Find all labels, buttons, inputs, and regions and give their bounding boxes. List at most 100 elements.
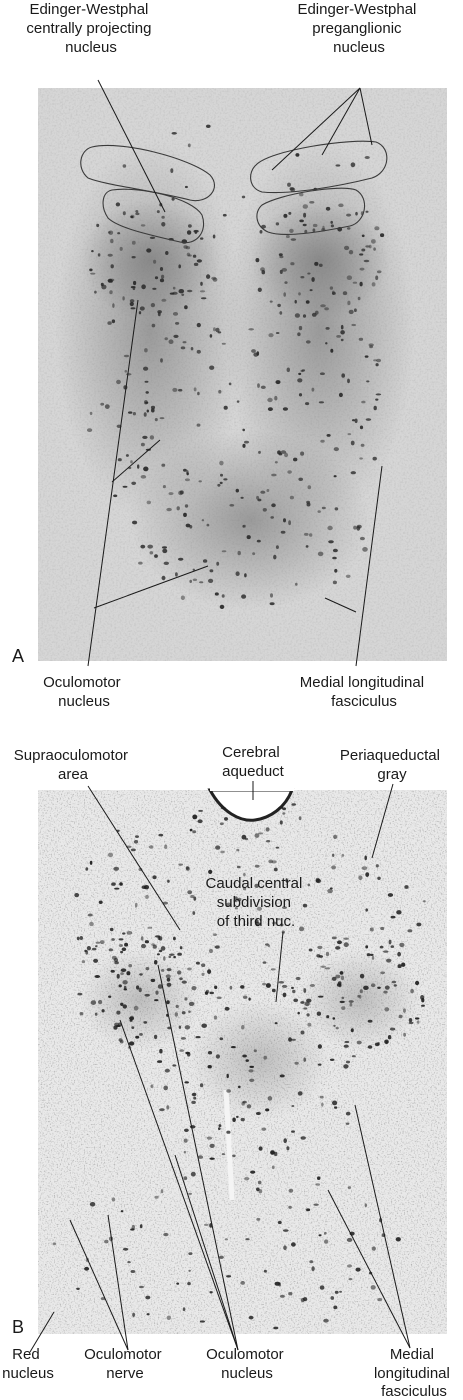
stained-cell [297, 332, 301, 337]
stained-cell [98, 999, 103, 1005]
stained-cell [183, 1138, 188, 1143]
stained-cell [274, 461, 278, 464]
stained-cell [186, 252, 191, 257]
stained-cell [236, 400, 240, 403]
stained-cell [228, 382, 232, 386]
stained-cell [278, 253, 283, 257]
stained-cell [178, 1025, 182, 1029]
stained-cell [131, 1026, 135, 1029]
stained-cell [212, 234, 216, 239]
stained-cell [364, 355, 369, 358]
stained-cell [107, 321, 112, 325]
stained-cell [221, 550, 227, 553]
stained-cell [333, 447, 339, 452]
stained-cell [151, 323, 156, 328]
stained-cell [176, 506, 180, 511]
stained-cell [330, 348, 334, 353]
stained-cell [410, 988, 414, 994]
stained-cell [123, 354, 130, 358]
stained-cell [348, 1278, 353, 1281]
stained-cell [181, 1011, 186, 1015]
stained-cell [243, 872, 246, 877]
stained-cell [371, 282, 376, 287]
stained-cell [423, 900, 426, 903]
stained-cell [279, 1294, 285, 1298]
stained-cell [283, 213, 288, 218]
stained-cell [120, 1210, 124, 1213]
stained-cell [308, 948, 313, 952]
stained-cell [287, 470, 292, 474]
stained-cell [368, 244, 372, 249]
stained-cell [307, 883, 311, 887]
stained-cell [172, 1064, 177, 1067]
stained-cell [192, 254, 197, 258]
stained-cell [229, 985, 233, 990]
stained-cell [139, 973, 143, 976]
stained-cell [201, 972, 205, 977]
stained-cell [279, 311, 283, 315]
stained-cell [271, 1165, 275, 1170]
stained-cell [171, 197, 175, 201]
stained-cell [350, 471, 356, 475]
stained-cell [269, 300, 273, 303]
stained-cell [335, 1026, 339, 1030]
stained-cell [212, 277, 218, 282]
stained-cell [380, 971, 385, 975]
stained-cell [380, 233, 385, 238]
stained-cell [236, 1115, 239, 1118]
stained-cell [110, 969, 115, 973]
stained-cell [183, 1176, 188, 1181]
stained-cell [185, 523, 191, 528]
stained-cell [197, 1155, 204, 1159]
stained-cell [181, 293, 185, 296]
stained-cell [224, 1238, 228, 1241]
stained-cell [280, 450, 287, 454]
stained-cell [279, 820, 283, 825]
stained-cell [112, 303, 115, 308]
stained-cell [165, 974, 171, 979]
label-aqueduct: Cerebral aqueduct [222, 744, 285, 780]
stained-cell [255, 921, 260, 927]
stained-cell [219, 460, 224, 466]
stained-cell [108, 230, 114, 235]
stained-cell [283, 518, 286, 523]
stained-cell [298, 477, 304, 481]
stained-cell [293, 998, 299, 1003]
stained-cell [109, 290, 113, 295]
leader-ew-pregang-1 [271, 87, 361, 171]
stained-cell [226, 1130, 231, 1134]
stained-cell [164, 337, 168, 341]
stained-cell [359, 253, 364, 256]
stained-cell [361, 234, 365, 238]
stained-cell [187, 967, 192, 971]
stained-cell [221, 342, 226, 345]
stained-cell [120, 968, 127, 972]
leader-mlf-2 [324, 597, 357, 613]
stained-cell [316, 1011, 322, 1016]
stained-cell [177, 970, 182, 975]
stained-cell [144, 348, 148, 353]
stained-cell [373, 359, 378, 362]
leader-red-nucleus [29, 1311, 55, 1353]
stained-cell [150, 1084, 154, 1089]
stained-cell [364, 855, 368, 861]
stained-cell [122, 1004, 128, 1009]
stained-cell [332, 853, 335, 857]
stained-cell [326, 1015, 330, 1019]
stained-cell [146, 409, 149, 413]
stained-cell [89, 268, 93, 272]
stained-cell [317, 1176, 321, 1180]
stained-cell [145, 967, 150, 971]
stained-cell [384, 1007, 390, 1012]
label-caudal-central-line2: subdivision [217, 894, 291, 911]
stained-cell [139, 1224, 143, 1229]
stained-cell [344, 245, 350, 251]
stained-cell [266, 489, 270, 492]
stained-cell [340, 338, 344, 342]
stained-cell [245, 1238, 250, 1241]
stained-cell [172, 286, 176, 290]
stained-cell [395, 1237, 401, 1242]
stained-cell [176, 1282, 180, 1285]
ew-outline-right-upper [250, 140, 388, 194]
stained-cell [150, 405, 156, 410]
